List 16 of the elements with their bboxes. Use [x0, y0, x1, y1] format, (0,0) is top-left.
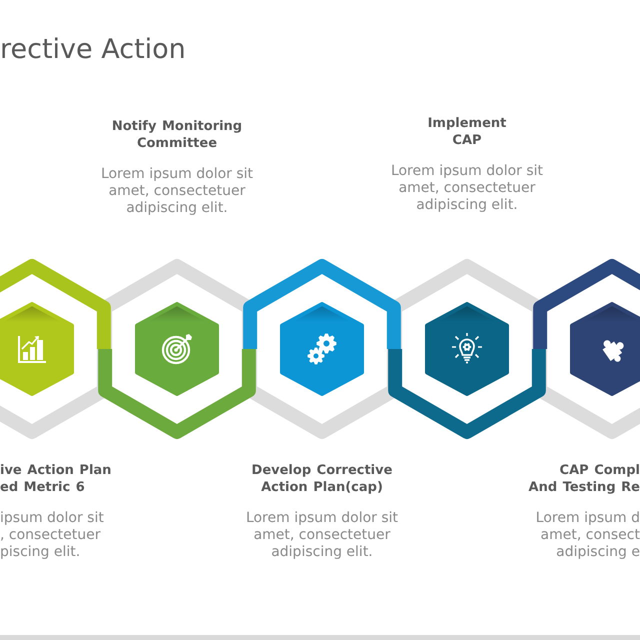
- step-title: CAP Compl And Testing Re: [528, 462, 640, 496]
- step-title: ive Action Plan ed Metric 6: [0, 462, 112, 496]
- step-description: Lorem ipsum dolor sit amet, consectetuer adipiscing elit.: [390, 163, 544, 214]
- hexagon-tile: [425, 302, 509, 396]
- step-description: Lorem ipsum dolor sit amet, consectetuer adipiscing elit.: [100, 166, 254, 217]
- step-title: Notify Monitoring Committee: [111, 118, 243, 152]
- hexagon-tile: [570, 302, 640, 396]
- hexagon-tile: [135, 302, 219, 396]
- slide-title: rective Action: [0, 34, 186, 66]
- hexagon-tile: [0, 302, 74, 396]
- step-description: Lorem ipsum dolor sit amet, consectetuer adipiscing elit.: [246, 510, 398, 561]
- hexagon-tile: [280, 302, 364, 396]
- step-description: ipsum dolor sit , consectetuer piscing elit.: [0, 510, 105, 561]
- step-title: Implement CAP: [427, 115, 507, 149]
- step-description: Lorem ipsum d amet, consect adipiscing e: [535, 510, 640, 561]
- step-title: Develop Corrective Action Plan(cap): [251, 462, 393, 496]
